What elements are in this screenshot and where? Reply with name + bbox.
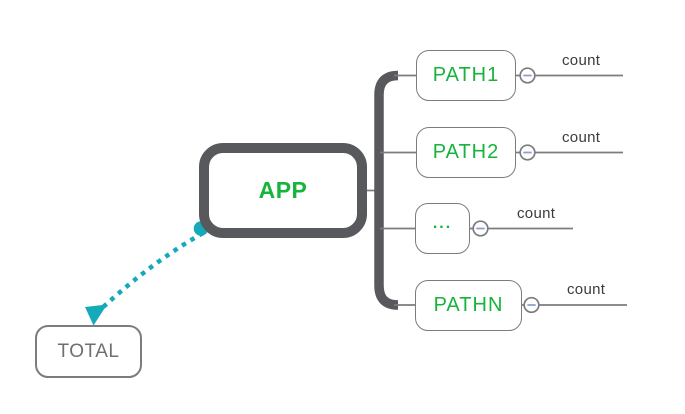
path2-node-label: PATH2 [432, 141, 500, 163]
count-label-dots: count [517, 205, 556, 222]
path1-node[interactable]: PATH1 [416, 50, 516, 101]
path1-node-label: PATH1 [432, 64, 500, 86]
ellipsis-node-label: ... [432, 214, 453, 232]
count-label-path2: count [562, 129, 601, 146]
branch-bracket [374, 70, 399, 310]
pathn-node-label: PATHN [433, 293, 504, 316]
pathn-node[interactable]: PATHN [415, 279, 522, 331]
collapse-icon-path2[interactable] [519, 144, 536, 161]
app-node[interactable]: APP [199, 143, 367, 238]
path2-node[interactable]: PATH2 [416, 127, 516, 178]
flow-arrow-dotted-line [99, 231, 205, 311]
count-label-path1: count [562, 52, 601, 69]
flow-arrowhead-icon [85, 304, 107, 326]
total-node[interactable]: TOTAL [35, 325, 142, 378]
count-label-pathn: count [567, 281, 606, 298]
collapse-icon-path1[interactable] [519, 67, 536, 84]
total-node-label: TOTAL [57, 340, 120, 362]
ellipsis-node[interactable]: ... [415, 203, 470, 254]
app-node-label: APP [258, 177, 308, 203]
collapse-icon-dots[interactable] [472, 220, 489, 237]
collapse-icon-pathn[interactable] [523, 296, 540, 314]
